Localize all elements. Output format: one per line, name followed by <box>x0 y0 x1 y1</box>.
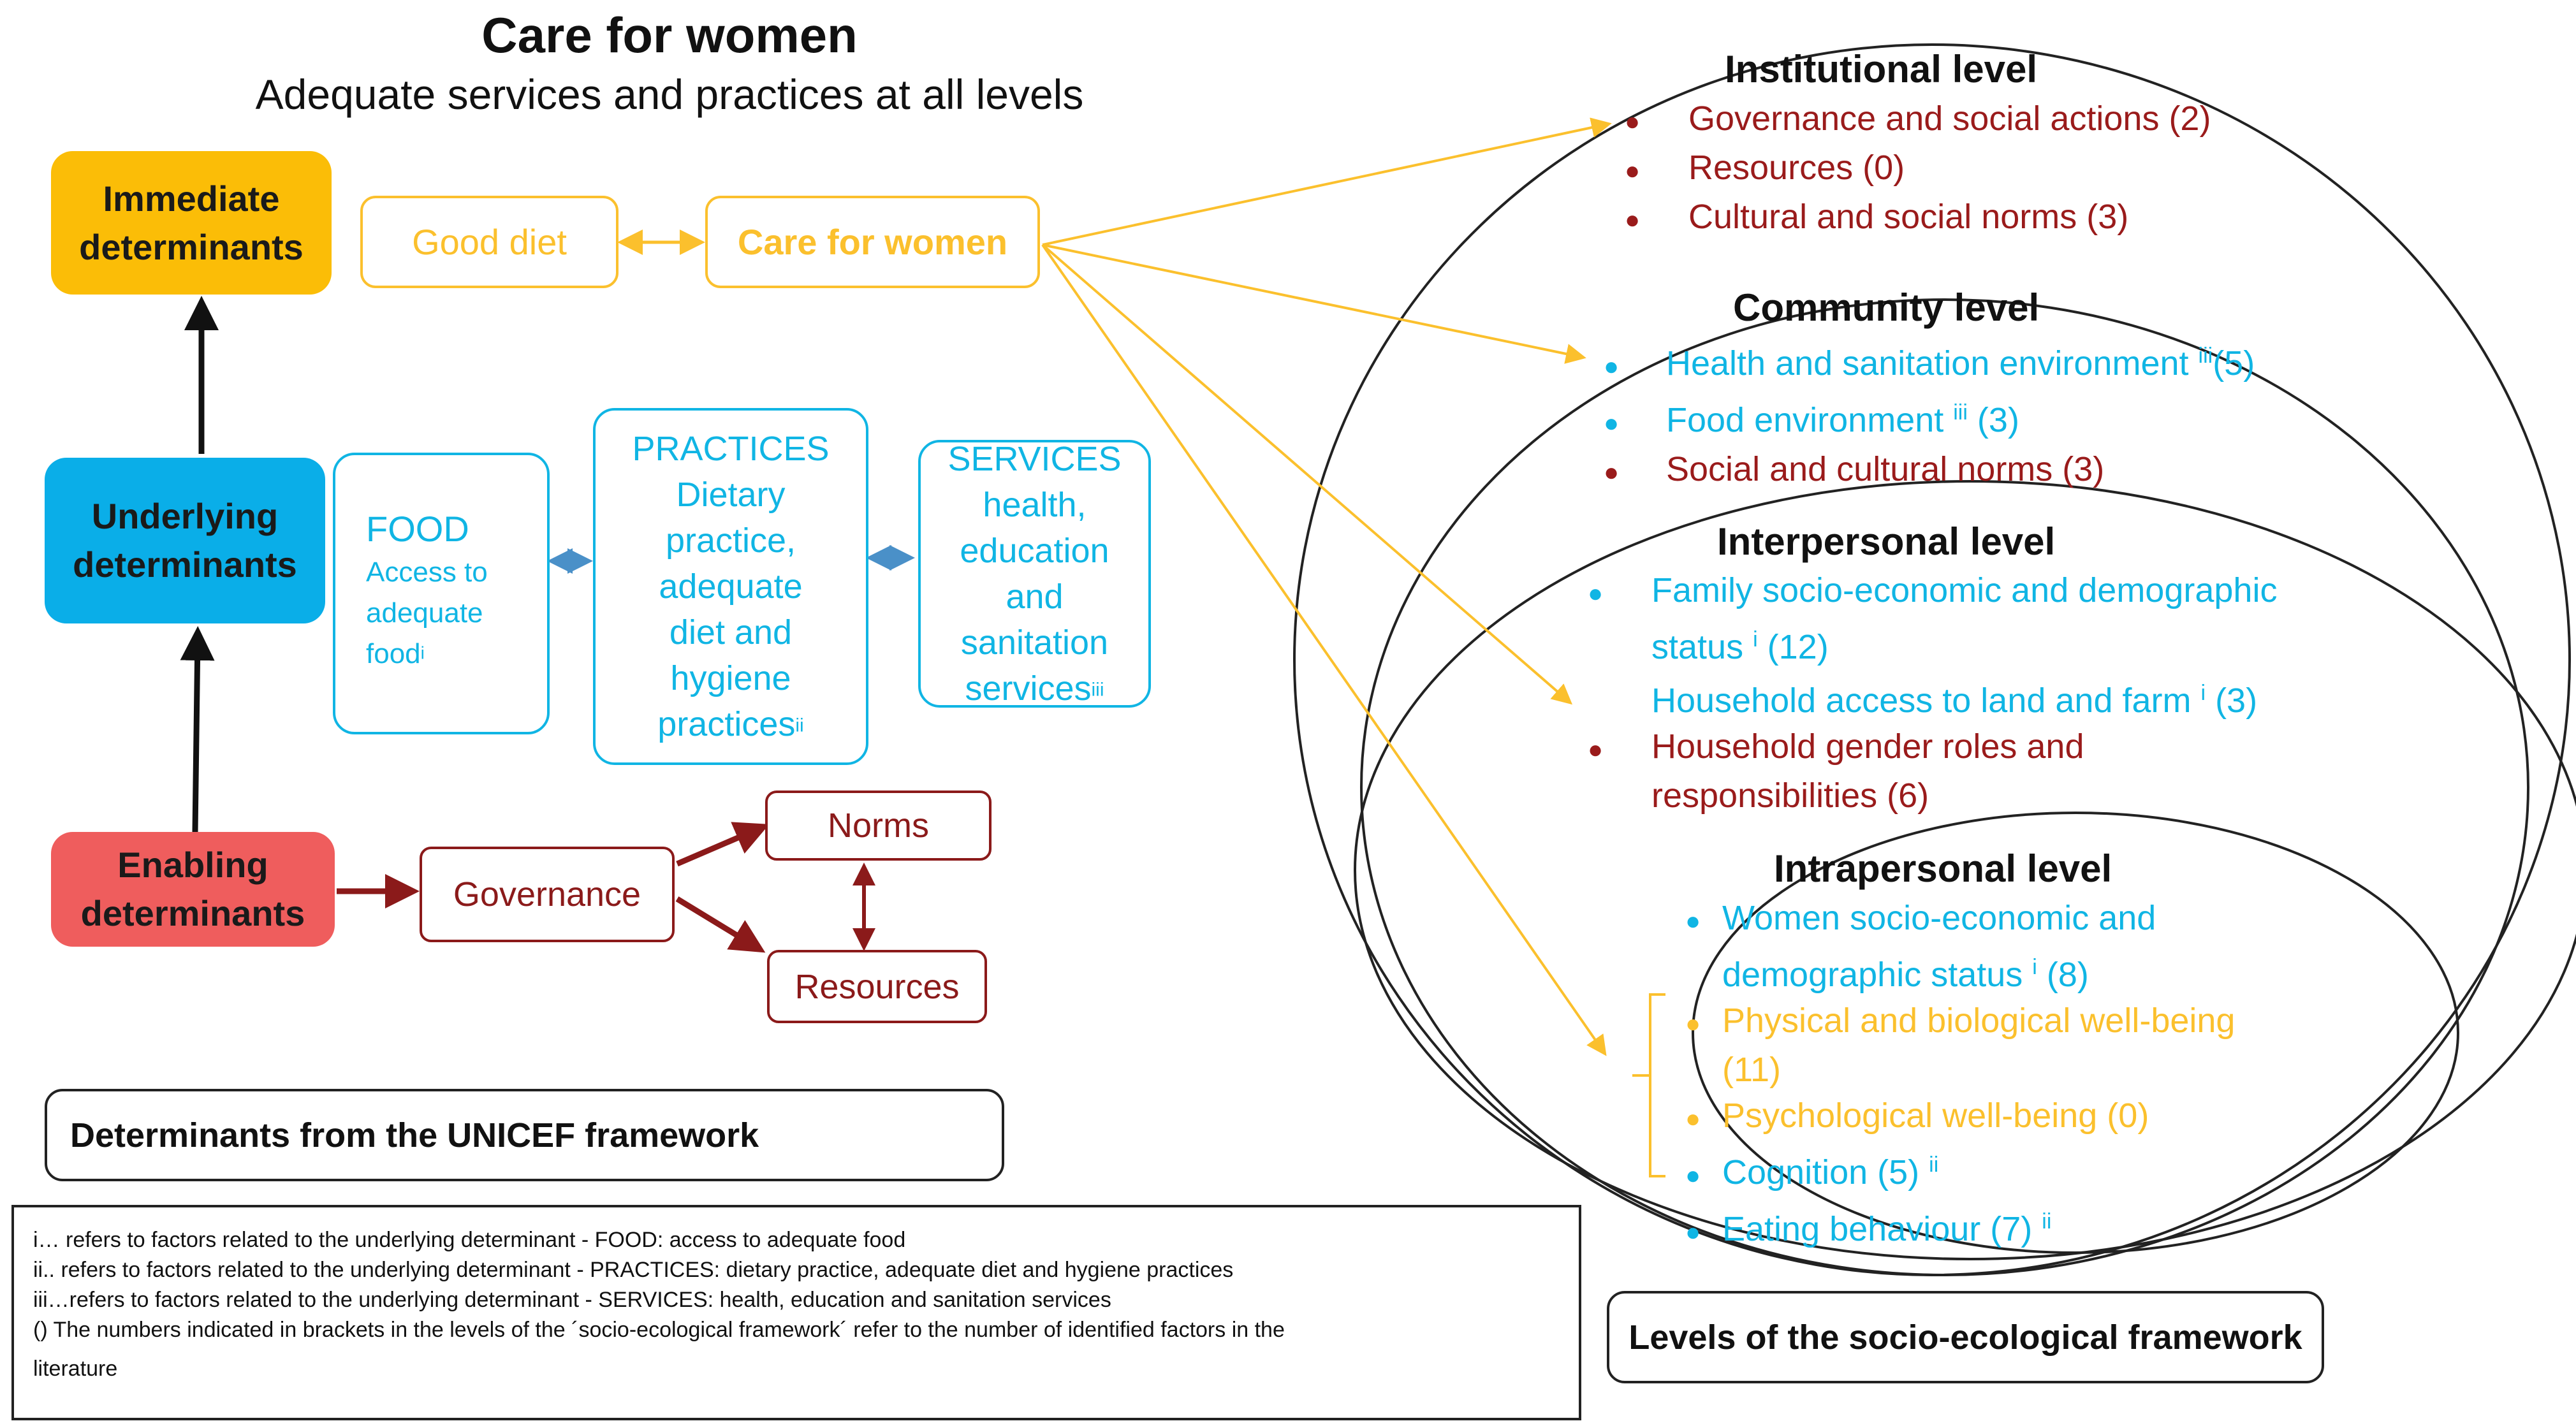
community-item-sup: iii <box>2198 344 2213 368</box>
community-item-count: (5) <box>2213 344 2255 382</box>
enabling-determinants-box: Enabling determinants <box>51 832 335 947</box>
institutional-item: Cultural and social norms (3) <box>1688 198 2129 236</box>
services-title: SERVICES <box>948 440 1122 478</box>
interpersonal-items: ●Family socio-economic and demographic s… <box>1588 571 2278 815</box>
food-body: Access to adequate food <box>366 557 488 669</box>
footnotes-box: i… refers to factors related to the unde… <box>11 1205 1581 1420</box>
food-box: FOOD Access to adequate foodi <box>333 453 550 734</box>
practices-title: PRACTICES <box>632 430 830 468</box>
intrapersonal-item: Psychological well-being (0) <box>1722 1096 2149 1135</box>
interpersonal-item-count: (12) <box>1757 628 1829 666</box>
intrapersonal-item-sup: i <box>2032 955 2037 979</box>
interpersonal-item-sup: i <box>2200 681 2206 705</box>
community-level-title: Community level <box>1733 286 2040 329</box>
interpersonal-item-sup: i <box>1753 627 1758 652</box>
intrapersonal-item-cont: (11) <box>1722 1051 1782 1089</box>
intrapersonal-item-count: (8) <box>2037 956 2089 994</box>
community-item-count: (3) <box>1967 401 2019 439</box>
intrapersonal-item: Physical and biological well-being <box>1722 1002 2236 1040</box>
intrapersonal-item-sup: ii <box>1929 1153 1939 1177</box>
footnote-iii: iii…refers to factors related to the und… <box>33 1288 1111 1312</box>
socio-ecological-legend-box: Levels of the socio-ecological framework <box>1607 1291 2324 1383</box>
intrapersonal-items: ●Women socio-economic and demographic st… <box>1685 899 2236 1248</box>
community-item: Food environment <box>1666 401 1954 439</box>
interpersonal-item: Household access to land and farm <box>1651 681 2201 720</box>
services-body: health, education and sanitation service… <box>960 486 1109 708</box>
food-sup: i <box>420 643 425 663</box>
institutional-item: Governance and social actions (2) <box>1688 99 2211 138</box>
intrapersonal-item-cont: demographic status <box>1722 956 2033 994</box>
resources-box: Resources <box>767 950 987 1023</box>
intrapersonal-item: Cognition (5) <box>1722 1153 1929 1191</box>
interpersonal-item: Family socio-economic and demographic <box>1651 571 2278 609</box>
ellipse-community <box>1360 298 2529 1276</box>
practices-sup: ii <box>795 715 804 736</box>
ellipse-intrapersonal <box>1692 812 2459 1254</box>
underlying-determinants-box: Underlying determinants <box>45 458 325 623</box>
practices-body: Dietary practice, adequate diet and hygi… <box>657 476 803 743</box>
page-title: Care for women <box>481 7 858 63</box>
footnote-brackets: () The numbers indicated in brackets in … <box>33 1318 1285 1342</box>
practices-box: PRACTICES Dietary practice, adequate die… <box>593 408 868 765</box>
footnote-ii: ii.. refers to factors related to the un… <box>33 1258 1234 1282</box>
interpersonal-level-title: Interpersonal level <box>1717 520 2056 563</box>
institutional-item: Resources (0) <box>1688 149 1905 187</box>
interpersonal-item: Household gender roles and <box>1651 727 2084 766</box>
food-title: FOOD <box>366 509 469 549</box>
page-subtitle: Adequate services and practices at all l… <box>255 71 1084 118</box>
governance-box: Governance <box>420 847 675 942</box>
intrapersonal-item: Women socio-economic and <box>1722 899 2156 937</box>
norms-box: Norms <box>765 790 992 861</box>
interpersonal-item-cont: status <box>1651 628 1753 666</box>
community-item-sup: iii <box>1953 400 1968 425</box>
immediate-determinants-box: Immediate determinants <box>51 151 332 295</box>
interpersonal-item-cont: responsibilities (6) <box>1651 776 1929 815</box>
footnote-brackets-cont: literature <box>33 1357 118 1381</box>
footnote-i: i… refers to factors related to the unde… <box>33 1228 906 1252</box>
services-sup: iii <box>1091 679 1104 701</box>
intrapersonal-item: Eating behaviour (7) <box>1722 1210 2042 1248</box>
intrapersonal-item-sup: ii <box>2042 1209 2052 1234</box>
ellipse-interpersonal <box>1354 480 2576 1260</box>
community-item: Health and sanitation environment <box>1666 344 2199 382</box>
institutional-level-title: Institutional level <box>1725 48 2038 91</box>
community-items: ●Health and sanitation environment iii(5… <box>1604 344 2255 488</box>
unicef-legend-box: Determinants from the UNICEF framework <box>45 1089 1004 1181</box>
services-box: SERVICES health, education and sanitatio… <box>918 440 1151 708</box>
intrapersonal-level-title: Intrapersonal level <box>1774 847 2112 890</box>
care-for-women-box: Care for women <box>705 196 1040 288</box>
institutional-items: ●Governance and social actions (2) ●Reso… <box>1625 99 2211 236</box>
interpersonal-item-count: (3) <box>2206 681 2258 720</box>
good-diet-box: Good diet <box>360 196 618 288</box>
community-item: Social and cultural norms (3) <box>1666 450 2105 488</box>
